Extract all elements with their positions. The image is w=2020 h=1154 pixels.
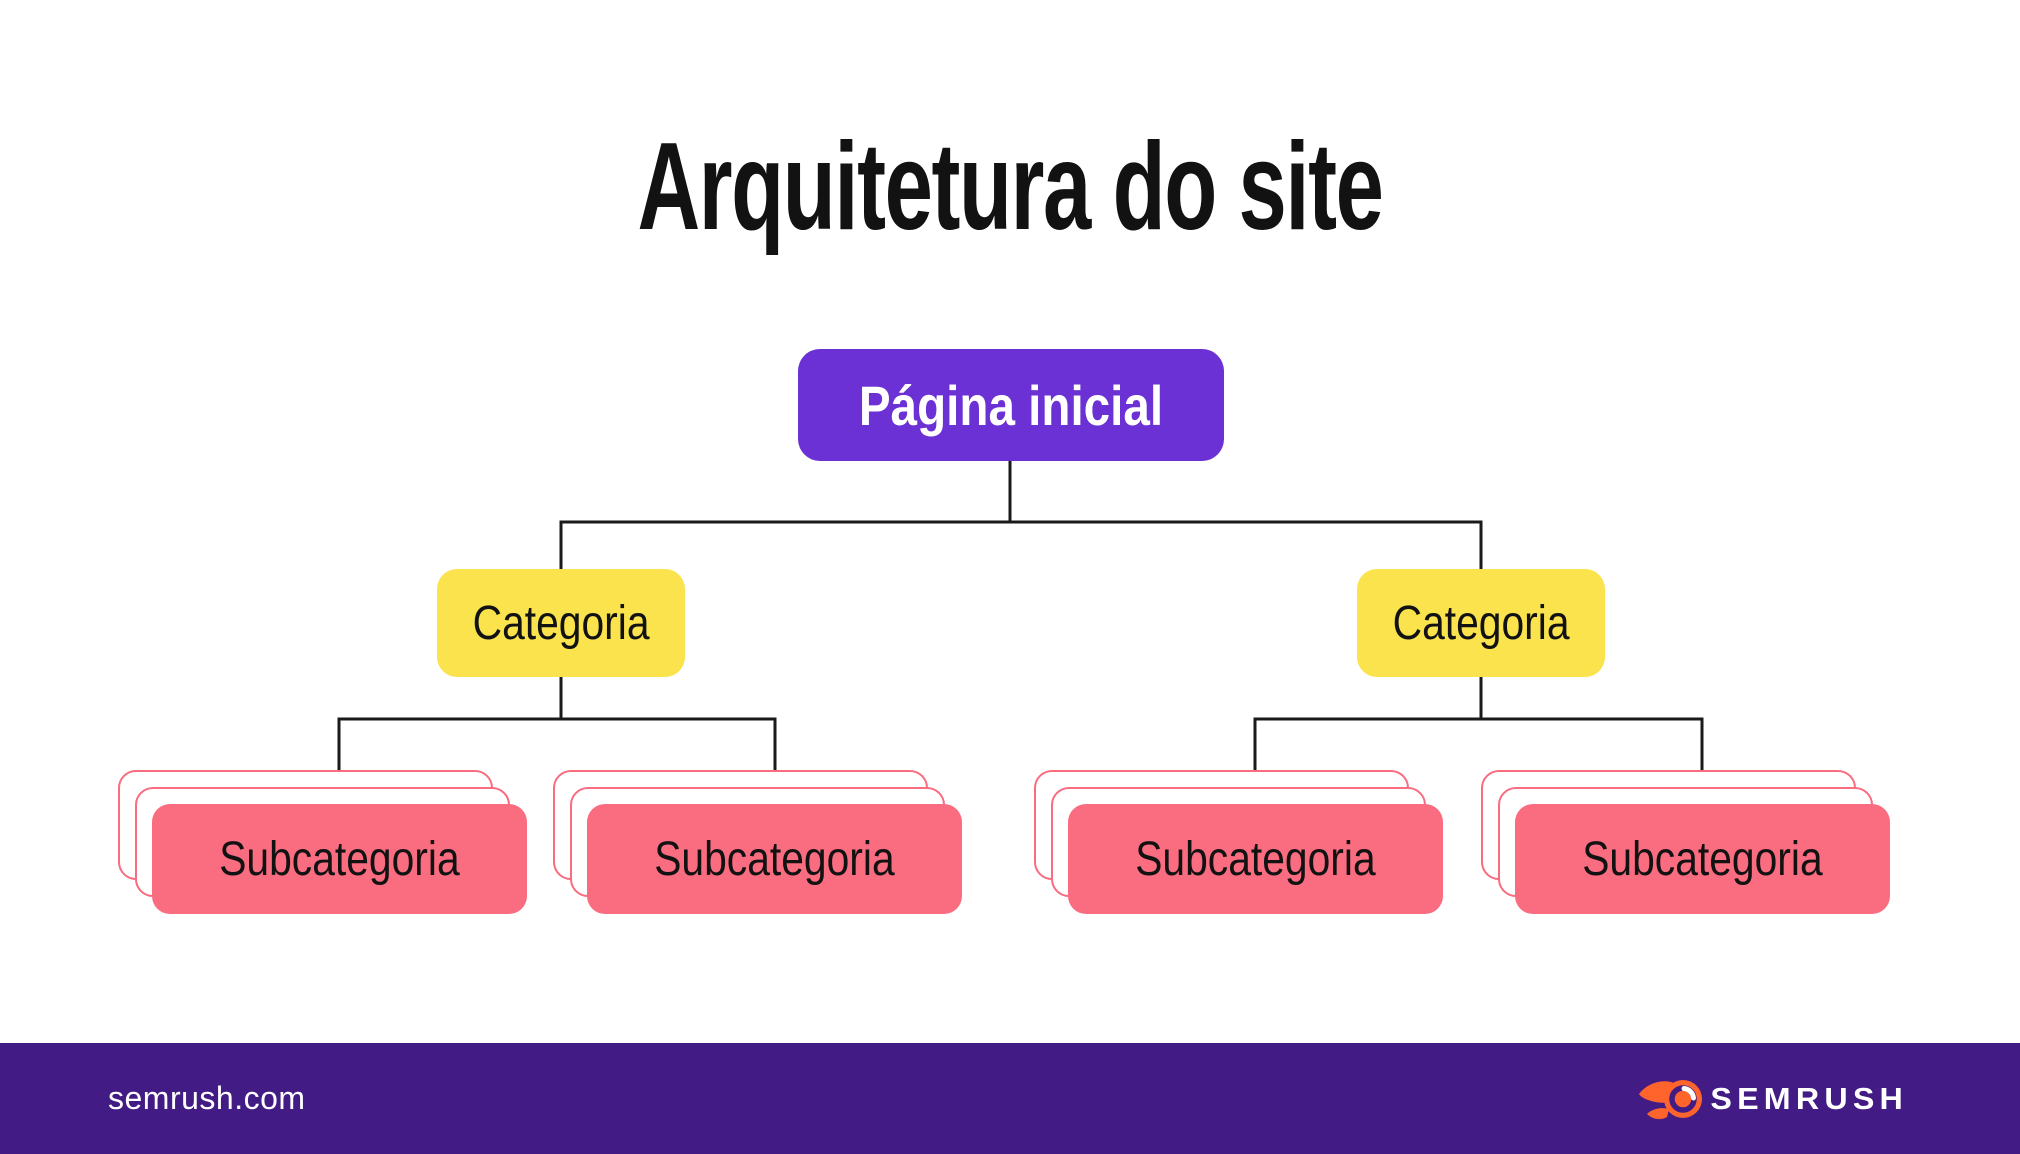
connector-level2-right [1253,717,1704,772]
node-homepage-label: Página inicial [858,373,1164,437]
node-category-left: Categoria [437,569,685,677]
node-category-left-label: Categoria [472,596,650,650]
subcategory-label: Subcategoria [1582,832,1823,886]
semrush-flame-icon [1638,1079,1702,1119]
page-title: Arquitetura do site [637,118,1383,256]
footer-bar: semrush.com SEMRUSH [0,1043,2020,1154]
semrush-wordmark: SEMRUSH [1710,1080,1908,1116]
node-homepage: Página inicial [798,349,1224,461]
node-category-right: Categoria [1357,569,1605,677]
node-category-right-label: Categoria [1392,596,1570,650]
semrush-logo: SEMRUSH [1638,1073,1908,1125]
subcategory-card: Subcategoria [152,804,527,914]
connector-level1 [559,520,1483,570]
subcategory-label: Subcategoria [219,832,460,886]
subcategory-card: Subcategoria [1515,804,1890,914]
subcategory-card: Subcategoria [1068,804,1443,914]
connector-level2-left [337,717,777,772]
subcategory-stack-2: Subcategoria [553,770,962,914]
subcategory-stack-1: Subcategoria [118,770,527,914]
subcategory-stack-3: Subcategoria [1034,770,1443,914]
subcategory-card: Subcategoria [587,804,962,914]
footer-site-url: semrush.com [108,1080,306,1116]
subcategory-label: Subcategoria [654,832,895,886]
subcategory-stack-4: Subcategoria [1481,770,1890,914]
subcategory-label: Subcategoria [1135,832,1376,886]
